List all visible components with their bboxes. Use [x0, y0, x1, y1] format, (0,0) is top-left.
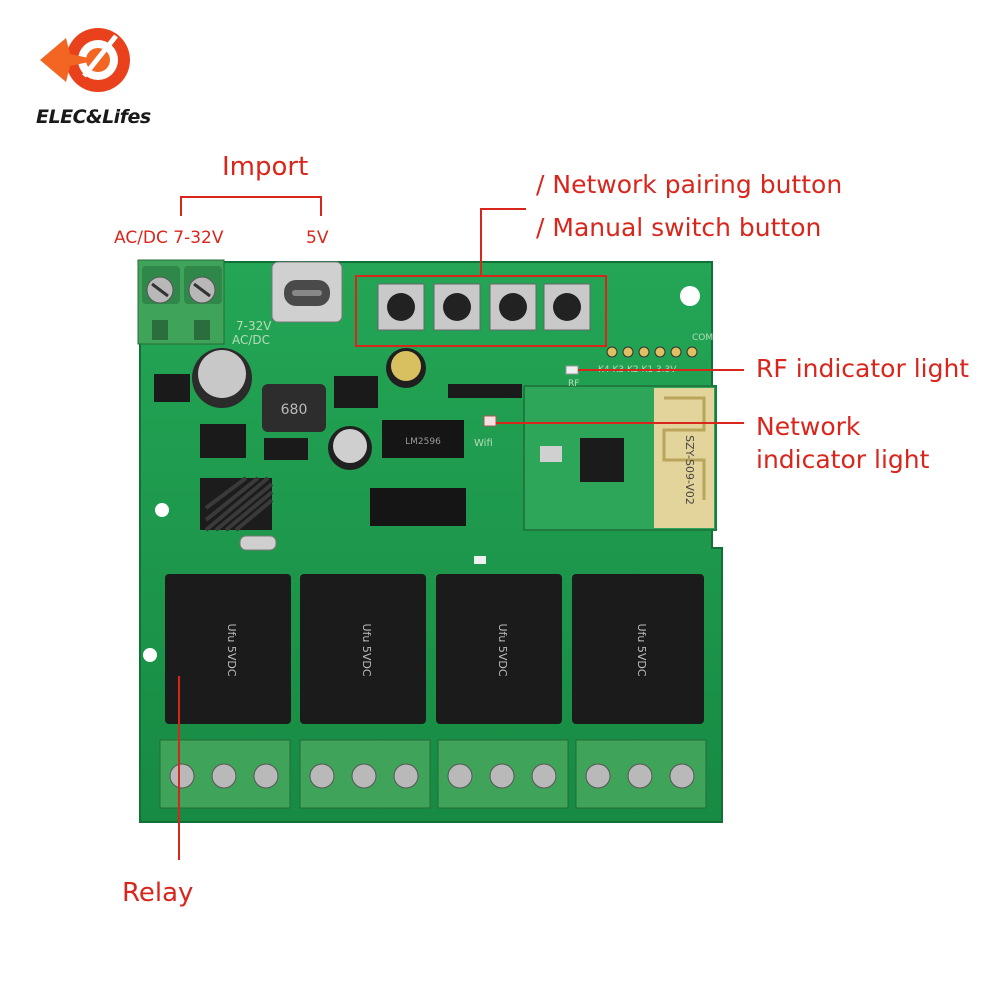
header-pins	[448, 346, 698, 398]
relay-leader-line	[178, 676, 180, 860]
network-indicator-label-1: Network	[756, 412, 861, 441]
relay-label: Relay	[122, 878, 194, 908]
network-leader-line	[496, 422, 744, 424]
capacitor	[386, 348, 426, 388]
mount-hole	[680, 286, 700, 306]
com-mark: COM	[692, 333, 713, 343]
output-terminal-block	[575, 739, 707, 809]
inductor-mark: 680	[281, 402, 308, 418]
push-button	[377, 283, 425, 331]
crystal	[239, 535, 277, 551]
status-led	[474, 556, 486, 564]
input-title-label: Import	[222, 152, 309, 182]
relay-text: Ufu 5VDC	[635, 623, 648, 676]
push-buttons	[377, 283, 591, 331]
relay: Ufu 5VDC	[572, 574, 704, 724]
push-button	[489, 283, 537, 331]
wifi-module: SZY-S09-V02	[523, 385, 717, 531]
input-bracket-top	[180, 196, 322, 198]
relay: Ufu 5VDC	[300, 574, 426, 724]
wifi-mark: Wifi	[474, 438, 493, 449]
rf-indicator-label: RF indicator light	[756, 354, 970, 383]
power-terminal-block	[137, 259, 225, 345]
input-bracket-left	[180, 196, 182, 216]
dc-mark: AC/DC	[232, 333, 270, 347]
relay: Ufu 5VDC	[165, 574, 291, 724]
brand-logo	[36, 16, 136, 106]
mount-hole	[143, 648, 157, 662]
input-bracket-right	[320, 196, 322, 216]
relay-text: Ufu 5VDC	[225, 623, 238, 676]
inductor: 680	[262, 384, 326, 432]
buttons-highlight-box	[355, 275, 607, 347]
brand-name: ELEC&Lifes	[36, 106, 151, 128]
network-indicator-led	[483, 415, 497, 427]
ic-chip	[370, 488, 466, 526]
ic-chip	[200, 424, 246, 458]
button-leader-vertical	[480, 208, 482, 276]
relay-text: Ufu 5VDC	[496, 623, 509, 676]
logo-emblem-icon	[40, 28, 130, 92]
network-indicator-label-2: indicator light	[756, 445, 930, 474]
relay-text: Ufu 5VDC	[360, 623, 373, 676]
regulator-mark: LM2596	[405, 437, 441, 447]
rf-mark: RF	[568, 379, 579, 389]
mount-hole	[155, 503, 169, 517]
input-acdc-label: AC/DC 7-32V	[114, 228, 224, 248]
ic-chip	[264, 438, 308, 460]
rf-antenna-coil	[200, 476, 274, 532]
relay: Ufu 5VDC	[436, 574, 562, 724]
capacitor	[192, 348, 252, 408]
input-5v-label: 5V	[306, 228, 329, 248]
regulator-ic: LM2596	[382, 420, 464, 458]
voltage-mark: 7-32V	[236, 319, 272, 333]
push-button	[543, 283, 591, 331]
output-terminal-block	[159, 739, 291, 809]
rf-indicator-led	[565, 365, 579, 375]
capacitor	[328, 426, 372, 470]
output-terminal-block	[299, 739, 431, 809]
usb-c-port	[271, 261, 343, 323]
rf-leader-line	[578, 369, 744, 371]
ic-chip	[154, 374, 190, 402]
push-button	[433, 283, 481, 331]
output-terminal-block	[437, 739, 569, 809]
manual-switch-label: / Manual switch button	[536, 213, 822, 242]
module-mark: SZY-S09-V02	[683, 435, 696, 505]
button-leader-horizontal	[480, 208, 526, 210]
ic-chip	[334, 376, 378, 408]
pairing-button-label: / Network pairing button	[536, 170, 843, 199]
